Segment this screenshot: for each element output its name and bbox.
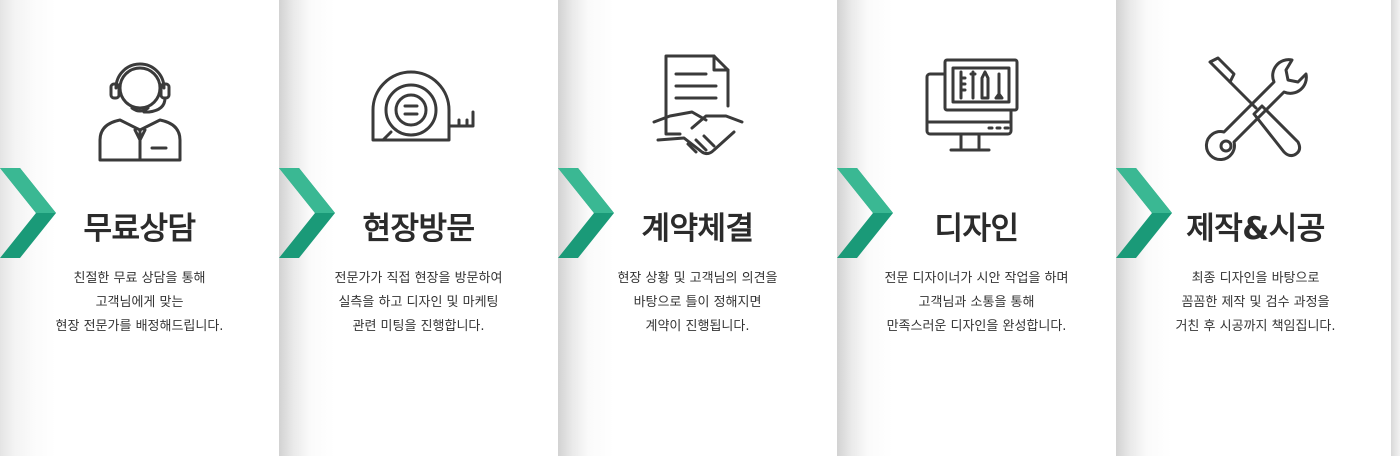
- description-line: 전문가가 직접 현장을 방문하여: [334, 271, 503, 286]
- description-line: 관련 미팅을 진행합니다.: [352, 319, 485, 334]
- description-line: 실측을 하고 디자인 및 마케팅: [338, 295, 499, 310]
- step-description-5: 최종 디자인을 바탕으로 꼼꼼한 제작 및 검수 과정을 거친 후 시공까지 책…: [1116, 267, 1395, 339]
- chevron-arrow-icon: [1116, 168, 1172, 258]
- step-title-3: 계약체결: [641, 211, 754, 247]
- description-line: 최종 디자인을 바탕으로: [1191, 271, 1320, 286]
- wrench-screwdriver-icon: [1116, 48, 1395, 168]
- tape-measure-icon: [279, 48, 558, 168]
- chevron-arrow-icon: [558, 168, 614, 258]
- description-line: 고객님과 소통을 통해: [918, 295, 1035, 310]
- description-line: 친절한 무료 상담을 통해: [73, 271, 206, 286]
- step-description-3: 현장 상황 및 고객님의 의견을 바탕으로 틀이 정해지면 계약이 진행됩니다.: [558, 267, 837, 339]
- step-title-2: 현장방문: [362, 211, 475, 247]
- description-line: 바탕으로 틀이 정해지면: [633, 295, 762, 310]
- contract-handshake-icon: [558, 48, 837, 168]
- description-line: 꼼꼼한 제작 및 검수 과정을: [1181, 295, 1330, 310]
- description-line: 고객님에게 맞는: [95, 295, 184, 310]
- monitor-design-icon: [837, 48, 1116, 168]
- description-line: 전문 디자이너가 시안 작업을 하며: [884, 271, 1069, 286]
- description-line: 현장 전문가를 배정해드립니다.: [55, 319, 224, 334]
- step-title-4: 디자인: [934, 211, 1019, 247]
- step-description-1: 친절한 무료 상담을 통해 고객님에게 맞는 현장 전문가를 배정해드립니다.: [0, 267, 279, 339]
- headset-agent-icon: [0, 48, 279, 168]
- step-panel-5: 제작&시공 최종 디자인을 바탕으로 꼼꼼한 제작 및 검수 과정을 거친 후 …: [1116, 0, 1395, 456]
- step-panel-3: 계약체결 현장 상황 및 고객님의 의견을 바탕으로 틀이 정해지면 계약이 진…: [558, 0, 837, 456]
- step-title-5: 제작&시공: [1186, 211, 1325, 247]
- description-line: 만족스러운 디자인을 완성합니다.: [886, 319, 1067, 334]
- step-panel-1: 무료상담 친절한 무료 상담을 통해 고객님에게 맞는 현장 전문가를 배정해드…: [0, 0, 279, 456]
- step-panel-4: 디자인 전문 디자이너가 시안 작업을 하며 고객님과 소통을 통해 만족스러운…: [837, 0, 1116, 456]
- description-line: 거친 후 시공까지 책임집니다.: [1175, 319, 1336, 334]
- step-description-4: 전문 디자이너가 시안 작업을 하며 고객님과 소통을 통해 만족스러운 디자인…: [837, 267, 1116, 339]
- description-line: 계약이 진행됩니다.: [645, 319, 750, 334]
- chevron-arrow-icon: [279, 168, 335, 258]
- step-description-2: 전문가가 직접 현장을 방문하여 실측을 하고 디자인 및 마케팅 관련 미팅을…: [279, 267, 558, 339]
- step-panel-2: 현장방문 전문가가 직접 현장을 방문하여 실측을 하고 디자인 및 마케팅 관…: [279, 0, 558, 456]
- chevron-arrow-icon: [837, 168, 893, 258]
- step-title-1: 무료상담: [83, 211, 196, 247]
- chevron-arrow-icon: [0, 168, 56, 258]
- panel-edge: [1391, 0, 1400, 456]
- description-line: 현장 상황 및 고객님의 의견을: [617, 271, 778, 286]
